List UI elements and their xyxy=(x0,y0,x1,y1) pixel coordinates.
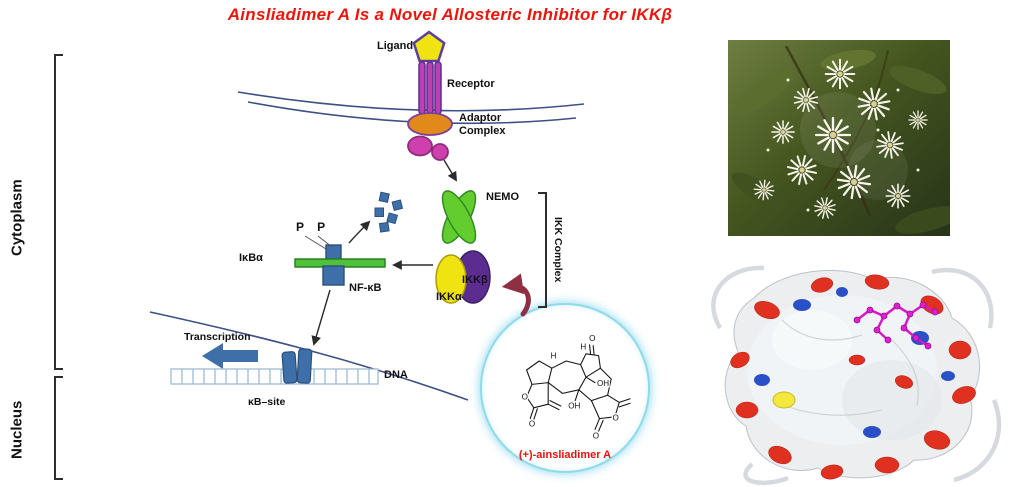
adaptor-complex-shapes xyxy=(407,112,453,161)
transcription-arrow xyxy=(202,343,258,369)
atom-label: O xyxy=(522,393,528,402)
ikba-label: IκBα xyxy=(239,252,263,264)
nemo-ellipses xyxy=(441,190,477,244)
figure-title: Ainsliadimer A Is a Novel Allosteric Inh… xyxy=(227,5,673,24)
atom-label: H xyxy=(551,351,557,360)
nemo-label: NEMO xyxy=(486,191,519,203)
cytoplasm-label: Cytoplasm xyxy=(8,179,26,257)
transcription-label: Transcription xyxy=(184,331,251,343)
atom-label: O xyxy=(593,431,599,440)
ikk-alpha-label: IKKα xyxy=(436,291,462,303)
atom-label: H xyxy=(580,342,586,351)
atom-label: O xyxy=(529,420,535,429)
cytoplasm-bracket xyxy=(54,54,63,370)
nfkb-label: NF-κB xyxy=(349,282,382,294)
adaptor-complex-label: Adaptor Complex xyxy=(459,112,506,137)
nfkb-subunit-bottom xyxy=(322,265,345,286)
degradation-arrow xyxy=(348,220,371,244)
kb-site-label: κB–site xyxy=(248,396,286,408)
ligand-pentagon xyxy=(412,30,446,63)
nfkb-subunit-top xyxy=(325,244,342,261)
degradation-squares xyxy=(374,191,404,233)
receptor-label: Receptor xyxy=(447,78,495,90)
nfkb-on-dna xyxy=(281,348,313,384)
plasma-membrane-curves xyxy=(237,91,585,125)
nfkb-to-nucleus-arrow xyxy=(311,289,331,346)
acidic-surface-patches xyxy=(730,274,976,480)
ikk-complex-bracket xyxy=(538,192,547,308)
ikk-complex-label: IKK Complex xyxy=(552,217,564,283)
ainsliaea-plant-photo xyxy=(728,40,950,236)
atom-label: O xyxy=(589,334,595,343)
nuclear-membrane-curve xyxy=(149,311,469,401)
bound-ligand-sticks xyxy=(853,301,939,350)
basic-surface-patches xyxy=(754,287,955,438)
inhibitor-name-label: (+)-ainsliadimer A xyxy=(518,449,612,461)
atom-label: OH xyxy=(568,402,580,411)
dna-label: DNA xyxy=(384,369,408,381)
receptor-transmembrane-bars xyxy=(418,61,442,115)
structure-bonds xyxy=(526,344,631,432)
ainsliadimer-chemical-structure: O O O O O OH OH H H xyxy=(520,333,631,442)
adaptor-to-nemo-arrow xyxy=(443,159,458,182)
protein-surface-rendering xyxy=(692,250,1010,487)
phospho-label: P P xyxy=(296,220,331,234)
atom-label: OH xyxy=(597,379,609,388)
ikkb-protein-structure-image xyxy=(692,250,1010,487)
nucleus-bracket xyxy=(54,376,63,480)
inhibitor-structure-circle: O O O O O OH OH H H (+)-ainsliadimer A xyxy=(480,303,650,473)
ikba-bar xyxy=(294,258,386,268)
plant-photo-image xyxy=(728,40,950,236)
ligand-label: Ligand xyxy=(377,40,414,52)
ikk-beta-label: IKKβ xyxy=(462,274,488,286)
dna-ladder xyxy=(170,368,379,385)
protein-ribbon-loops xyxy=(711,265,1002,486)
yellow-sulfur-patch xyxy=(772,391,796,409)
nucleus-label: Nucleus xyxy=(8,400,26,460)
ikba-nfkb-complex xyxy=(294,244,386,286)
atom-label: O xyxy=(613,413,619,422)
phosphate-connector-lines xyxy=(304,235,333,250)
structure-atom-labels: O O O O O OH OH H H xyxy=(520,333,620,442)
